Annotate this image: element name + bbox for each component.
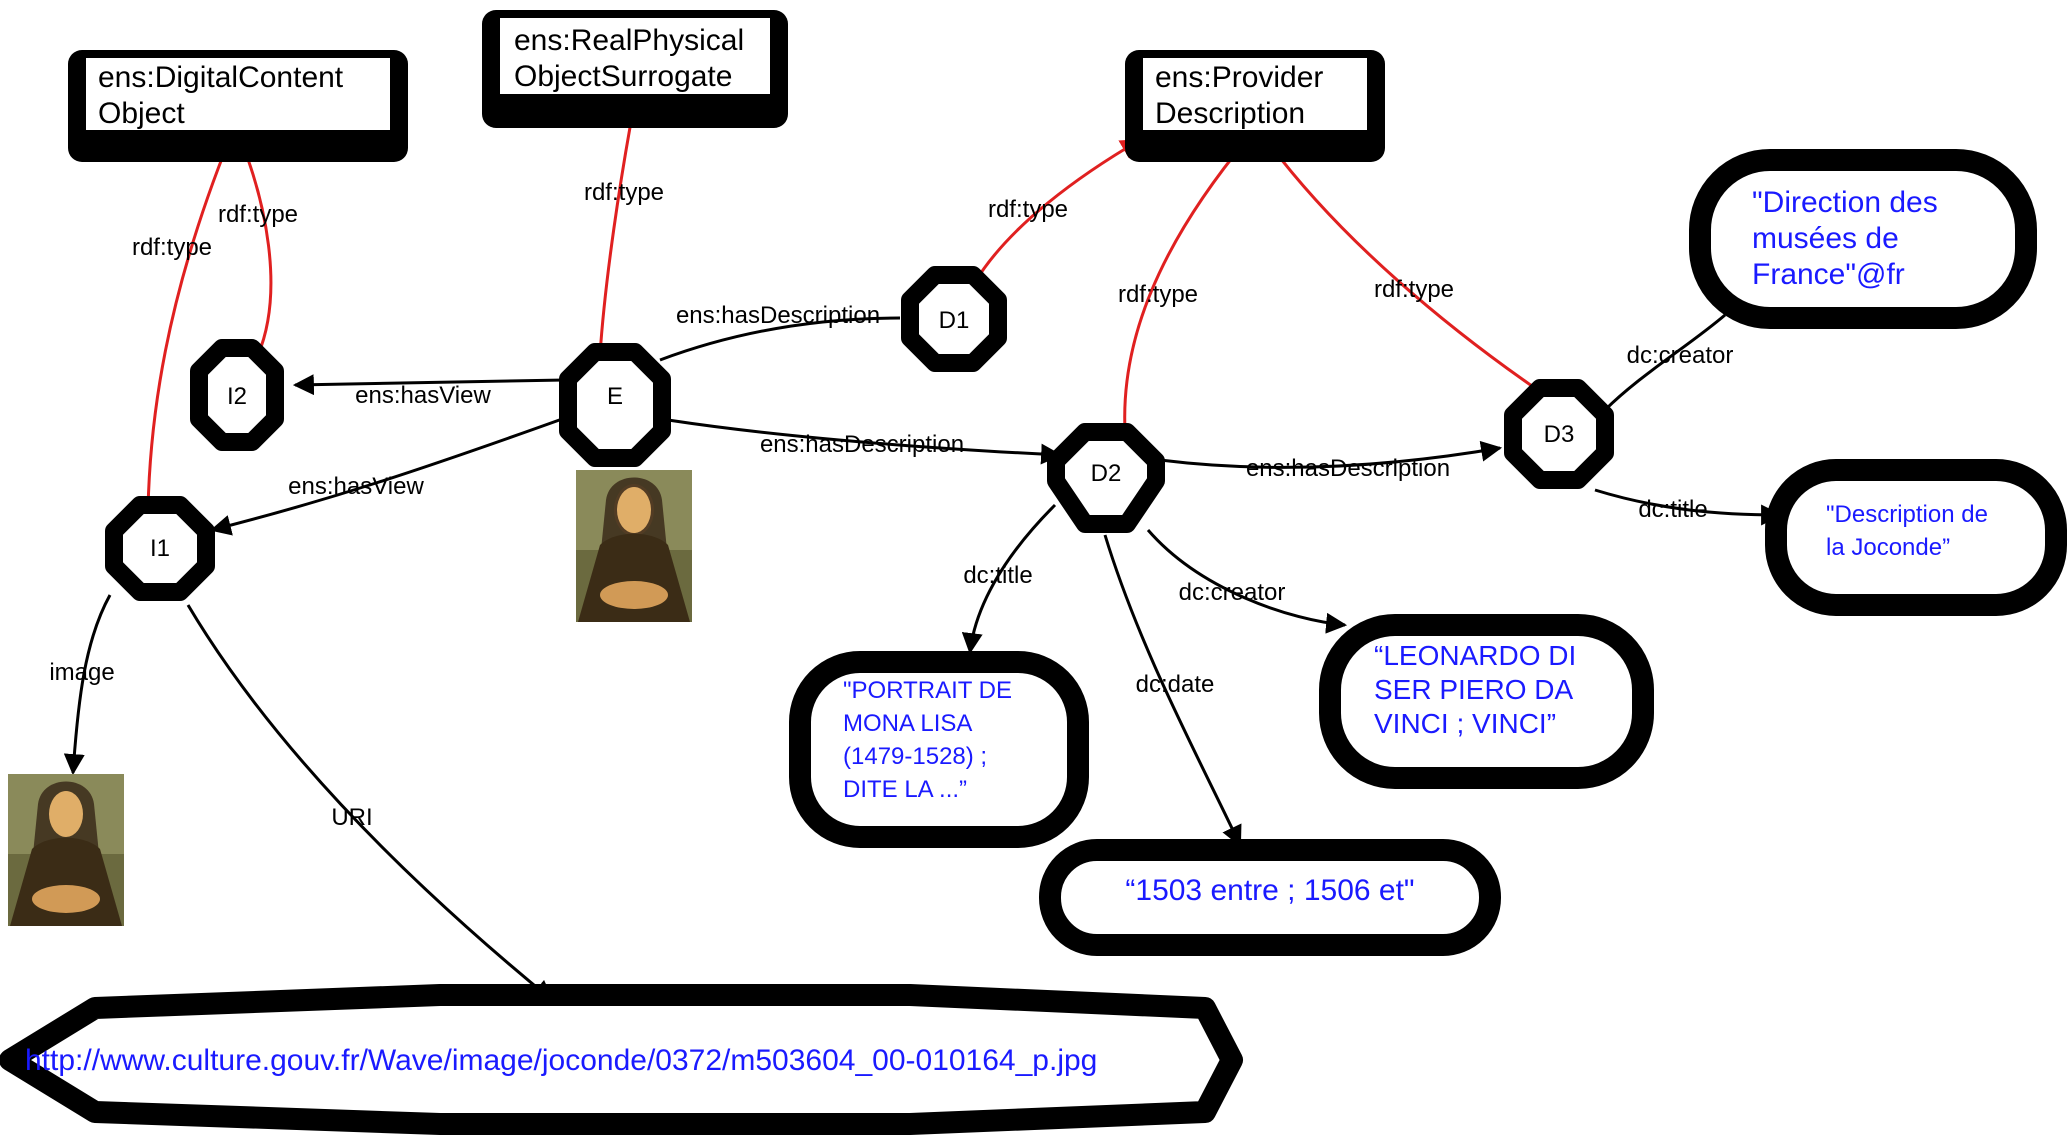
edge-e-type [598, 97, 642, 356]
class-label-line1: ens:Provider [1155, 61, 1323, 94]
class-label-line2: Description [1155, 97, 1305, 130]
node-i2: I2 [190, 339, 284, 451]
label-e-i2: ens:hasView [355, 382, 491, 409]
edge-e-d2 [667, 418, 1063, 465]
label-d2-type: rdf:type [1118, 281, 1198, 308]
label-i2-type: rdf:type [218, 201, 298, 228]
literal-line: "Description de [1826, 501, 1988, 528]
node-d2: D2 [1047, 423, 1165, 533]
literal-line: musées de [1752, 222, 1899, 255]
literal-direction-des-musees: "Direction des musées de France"@fr [1689, 149, 2037, 329]
label-e-i1: ens:hasView [288, 473, 424, 500]
literal-line: “LEONARDO DI [1374, 640, 1576, 671]
node-e: E [559, 343, 671, 467]
literal-line: France"@fr [1752, 258, 1905, 291]
uri-link[interactable]: http://www.culture.gouv.fr/Wave/image/jo… [25, 1044, 1097, 1077]
label-i1-image: image [49, 659, 114, 686]
class-label-line1: ens:RealPhysical [514, 24, 744, 57]
class-label-line2: ObjectSurrogate [514, 60, 732, 93]
label-d3-creator: dc:creator [1627, 342, 1734, 369]
class-label-line1: ens:DigitalContent [98, 61, 344, 94]
label-e-d2: ens:hasDescription [760, 431, 964, 458]
literal-leonardo: “LEONARDO DI SER PIERO DA VINCI ; VINCI” [1319, 614, 1654, 789]
edge-d2-type [1123, 136, 1250, 431]
literal-description-de-la-joconde: "Description de la Joconde” [1765, 459, 2067, 616]
edge-d3-type [1263, 136, 1546, 397]
literal-line: VINCI ; VINCI” [1374, 708, 1556, 739]
class-digital-content-object: ens:DigitalContent Object [68, 50, 408, 162]
class-provider-description: ens:Provider Description [1125, 50, 1385, 162]
edge-i1-image [63, 594, 112, 776]
node-i1: I1 [105, 496, 215, 601]
literal-line: "Direction des [1752, 186, 1938, 219]
edge-d2-creator [1146, 529, 1348, 634]
node-label: D3 [1544, 421, 1575, 448]
literal-uri: http://www.culture.gouv.fr/Wave/image/jo… [0, 984, 1243, 1135]
mona-lisa-thumbnail-e [576, 470, 692, 622]
edge-d3-creator [1603, 313, 1726, 412]
label-d2-title: dc:title [963, 562, 1032, 589]
label-e-type: rdf:type [584, 179, 664, 206]
label-d2-d3: ens:hasDescription [1246, 455, 1450, 482]
literal-date: “1503 entre ; 1506 et" [1039, 839, 1501, 956]
label-d2-creator: dc:creator [1179, 579, 1286, 606]
node-d1: D1 [901, 266, 1007, 372]
label-d3-type: rdf:type [1374, 276, 1454, 303]
label-d2-date: dc:date [1136, 671, 1215, 698]
label-i1-uri: URI [331, 804, 372, 831]
label-i1-type: rdf:type [132, 234, 212, 261]
edge-e-d1 [659, 316, 901, 362]
edge-e-i1 [209, 416, 566, 536]
class-real-physical-object-surrogate: ens:RealPhysical ObjectSurrogate [482, 10, 788, 128]
edge-e-i2 [292, 374, 566, 396]
node-label: I2 [227, 383, 247, 410]
literal-line: MONA LISA [843, 710, 972, 737]
label-d3-title: dc:title [1638, 496, 1707, 523]
node-label: I1 [150, 535, 170, 562]
literal-line: “1503 entre ; 1506 et" [1125, 874, 1414, 907]
edge-d2-d3 [1159, 440, 1503, 469]
class-label-line2: Object [98, 97, 185, 130]
node-label: E [607, 383, 623, 410]
label-e-d1: ens:hasDescription [676, 302, 880, 329]
literal-portrait-de-mona-lisa: "PORTRAIT DE MONA LISA (1479-1528) ; DIT… [789, 651, 1089, 848]
edge-d3-title [1594, 488, 1783, 526]
mona-lisa-thumbnail-i1 [8, 774, 124, 926]
edge-i1-uri [186, 604, 554, 1002]
literal-line: DITE LA ...” [843, 776, 967, 803]
edge-i2-type [237, 136, 273, 356]
edge-d1-type [973, 138, 1142, 283]
node-label: D2 [1091, 460, 1122, 487]
literal-line: SER PIERO DA [1374, 674, 1573, 705]
literal-line: (1479-1528) ; [843, 743, 987, 770]
edge-d2-date [1103, 534, 1242, 847]
edge-i1-type [146, 136, 233, 511]
label-d1-type: rdf:type [988, 196, 1068, 223]
literal-line: la Joconde” [1826, 534, 1950, 561]
node-d3: D3 [1504, 379, 1614, 489]
literal-line: "PORTRAIT DE [843, 677, 1012, 704]
node-label: D1 [939, 307, 970, 334]
edge-d2-title [961, 503, 1057, 655]
